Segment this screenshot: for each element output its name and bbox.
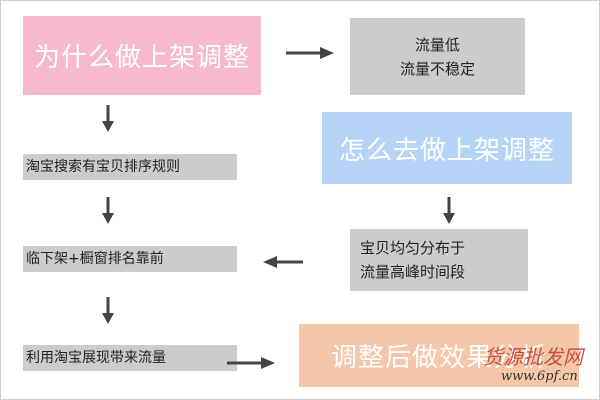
how-adjust-text: 怎么去做上架调整 xyxy=(338,135,555,166)
arrow-left-1 xyxy=(263,256,303,268)
use-display-text: 利用淘宝展现带来流量 xyxy=(26,350,166,366)
arrow-right-2 xyxy=(227,357,275,369)
arrow-down-4 xyxy=(102,297,114,324)
why-adjust-text: 为什么做上架调整 xyxy=(33,43,250,73)
result-analysis-box: 调整后做效果分析 xyxy=(299,324,579,387)
taobao-rules-text: 淘宝搜索有宝贝排序规则 xyxy=(26,159,180,175)
arrow-right-1 xyxy=(286,47,334,59)
spread-items-line-2: 流量高峰时间段 xyxy=(360,263,466,281)
arrow-down-1 xyxy=(102,105,114,132)
result-analysis-text: 调整后做效果分析 xyxy=(330,343,547,373)
watermark-name: 货源批发网 xyxy=(483,345,583,369)
use-display-label: 利用淘宝展现带来流量 xyxy=(23,345,237,371)
spread-items-line-1: 宝贝均匀分布于 xyxy=(360,239,466,257)
near-delist-text: 临下架+橱窗排名靠前 xyxy=(26,251,164,267)
arrow-down-3 xyxy=(443,197,455,224)
taobao-rules-label: 淘宝搜索有宝贝排序规则 xyxy=(23,154,237,180)
traffic-issue-line-1: 流量低 xyxy=(414,35,460,54)
traffic-issue-line-2: 流量不稳定 xyxy=(399,59,475,78)
spread-items-box: 宝贝均匀分布于 流量高峰时间段 xyxy=(350,229,528,291)
arrow-down-2 xyxy=(102,197,114,224)
traffic-issue-box: 流量低 流量不稳定 xyxy=(350,18,525,95)
watermark-url: www.6pf.cn xyxy=(501,369,578,384)
near-delist-label: 临下架+橱窗排名靠前 xyxy=(23,246,237,272)
how-adjust-box: 怎么去做上架调整 xyxy=(322,112,572,184)
why-adjust-box: 为什么做上架调整 xyxy=(23,16,261,95)
